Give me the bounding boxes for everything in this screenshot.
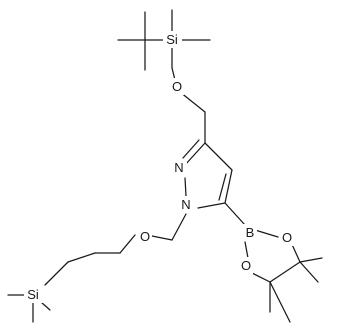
atom-o-ether-1: O [170,78,184,95]
atom-n1: N [179,196,194,213]
bond [244,241,249,259]
atom-label: O [140,229,150,244]
bond [249,271,271,283]
atom-si-tbs: Si [163,31,182,48]
bond [224,169,233,204]
bond [44,261,69,286]
atom-label: N [174,160,183,175]
bond [218,173,227,201]
bond [204,142,233,171]
atom-label: N [181,197,190,212]
atom-o-boronate-1: O [280,229,294,246]
atom-o-boronate-2: O [239,257,253,274]
bond [179,91,206,113]
atom-labels: Si O N N O Si B O [24,31,294,303]
bond [171,213,187,241]
atom-label: B [246,225,255,240]
bond [184,177,187,197]
atom-si-tms: Si [24,286,43,303]
atom-label: Si [166,32,178,47]
bond [254,229,279,238]
bond [269,281,291,323]
atom-b: B [243,224,257,241]
atom-label: O [241,258,251,273]
atom-n2: N [172,159,187,176]
bond [182,139,200,159]
bond [151,235,173,241]
bond [299,257,323,263]
bond [224,202,246,226]
atom-o-ether-2: O [138,228,152,245]
bond [119,234,136,254]
atom-label: O [282,230,292,245]
bonds [7,9,323,323]
atom-label: O [172,79,182,94]
bond [67,252,96,263]
atom-label: Si [27,287,39,302]
bond [299,261,319,283]
bond [197,202,226,209]
bond [269,261,301,283]
bond [184,142,206,166]
